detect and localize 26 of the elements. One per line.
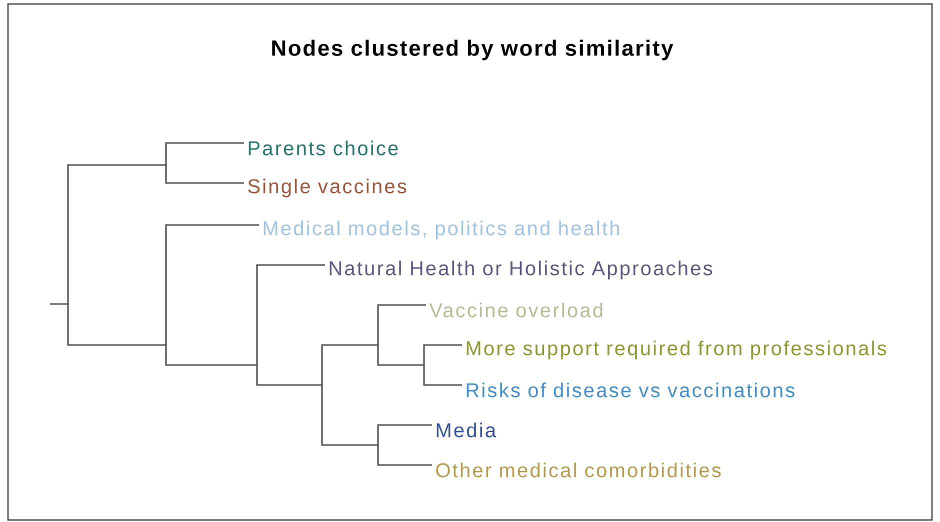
tree-branch — [165, 142, 244, 165]
tree-branch — [256, 365, 322, 386]
leaf-label: More support required from professionals — [466, 340, 886, 360]
tree-branch — [165, 224, 259, 345]
tree-branch — [321, 344, 378, 385]
tree-branch — [423, 344, 462, 365]
tree-branch — [377, 445, 432, 466]
tree-branch — [377, 424, 432, 445]
leaf-label: Media — [436, 422, 496, 438]
tree-branch — [165, 345, 257, 366]
tree-branch — [67, 164, 166, 304]
tree-branch — [377, 304, 426, 345]
leaf-label: Risks of disease vs vaccinations — [466, 382, 794, 398]
tree-branch — [377, 345, 424, 366]
tree-branch — [256, 264, 325, 365]
leaf-label: Natural Health or Holistic Approaches — [330, 260, 712, 280]
tree-branch — [165, 165, 244, 184]
tree-branch — [423, 365, 462, 386]
leaf-label: Medical models, politics and health — [264, 220, 619, 240]
leaf-label: Parents choice — [248, 140, 398, 156]
leaf-label: Vaccine overload — [429, 302, 602, 318]
tree-branch — [67, 304, 166, 346]
leaf-label: Single vaccines — [248, 178, 406, 198]
tree-branch — [321, 385, 378, 446]
leaf-label: Other medical comorbidities — [436, 462, 721, 478]
title: Nodes clustered by word similarity — [272, 40, 674, 60]
